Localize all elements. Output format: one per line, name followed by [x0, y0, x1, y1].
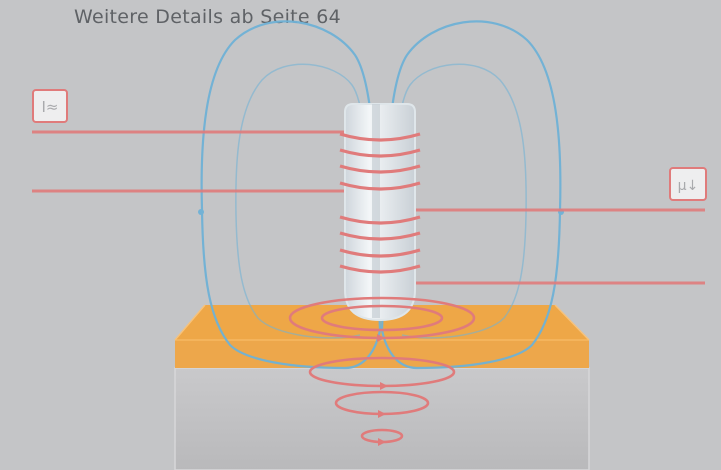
permeability-icon: μ↓: [678, 178, 699, 194]
eddy-ring-2: [320, 304, 444, 332]
field-arrow-left: [198, 209, 204, 215]
coil-core: [344, 103, 416, 322]
alternating-current-icon: I≈: [42, 98, 59, 116]
feed-wires: [32, 130, 705, 285]
winding-6: [339, 231, 421, 241]
coil-windings: [339, 132, 421, 274]
magnetic-field-lines: [198, 20, 564, 370]
winding-5: [339, 215, 421, 225]
eddy-arrow-3: [378, 410, 386, 418]
field-line-left-outer: [200, 20, 382, 370]
eddy-arrow-2: [380, 382, 388, 390]
permeability-badge: μ↓: [669, 167, 707, 201]
winding-4: [339, 181, 421, 191]
winding-3: [339, 164, 421, 174]
eddy-arrow-1: [377, 334, 385, 342]
winding-7: [339, 248, 421, 258]
winding-2: [339, 148, 421, 158]
eddy-arrow-4: [378, 438, 386, 446]
eddy-currents: [288, 296, 476, 446]
alternating-current-badge: I≈: [32, 89, 68, 123]
workpiece: [174, 304, 590, 470]
field-line-right-outer: [380, 20, 562, 370]
workpiece-body: [174, 367, 590, 470]
winding-1: [339, 132, 421, 142]
winding-8: [339, 264, 421, 274]
workpiece-heated-front: [175, 340, 589, 368]
